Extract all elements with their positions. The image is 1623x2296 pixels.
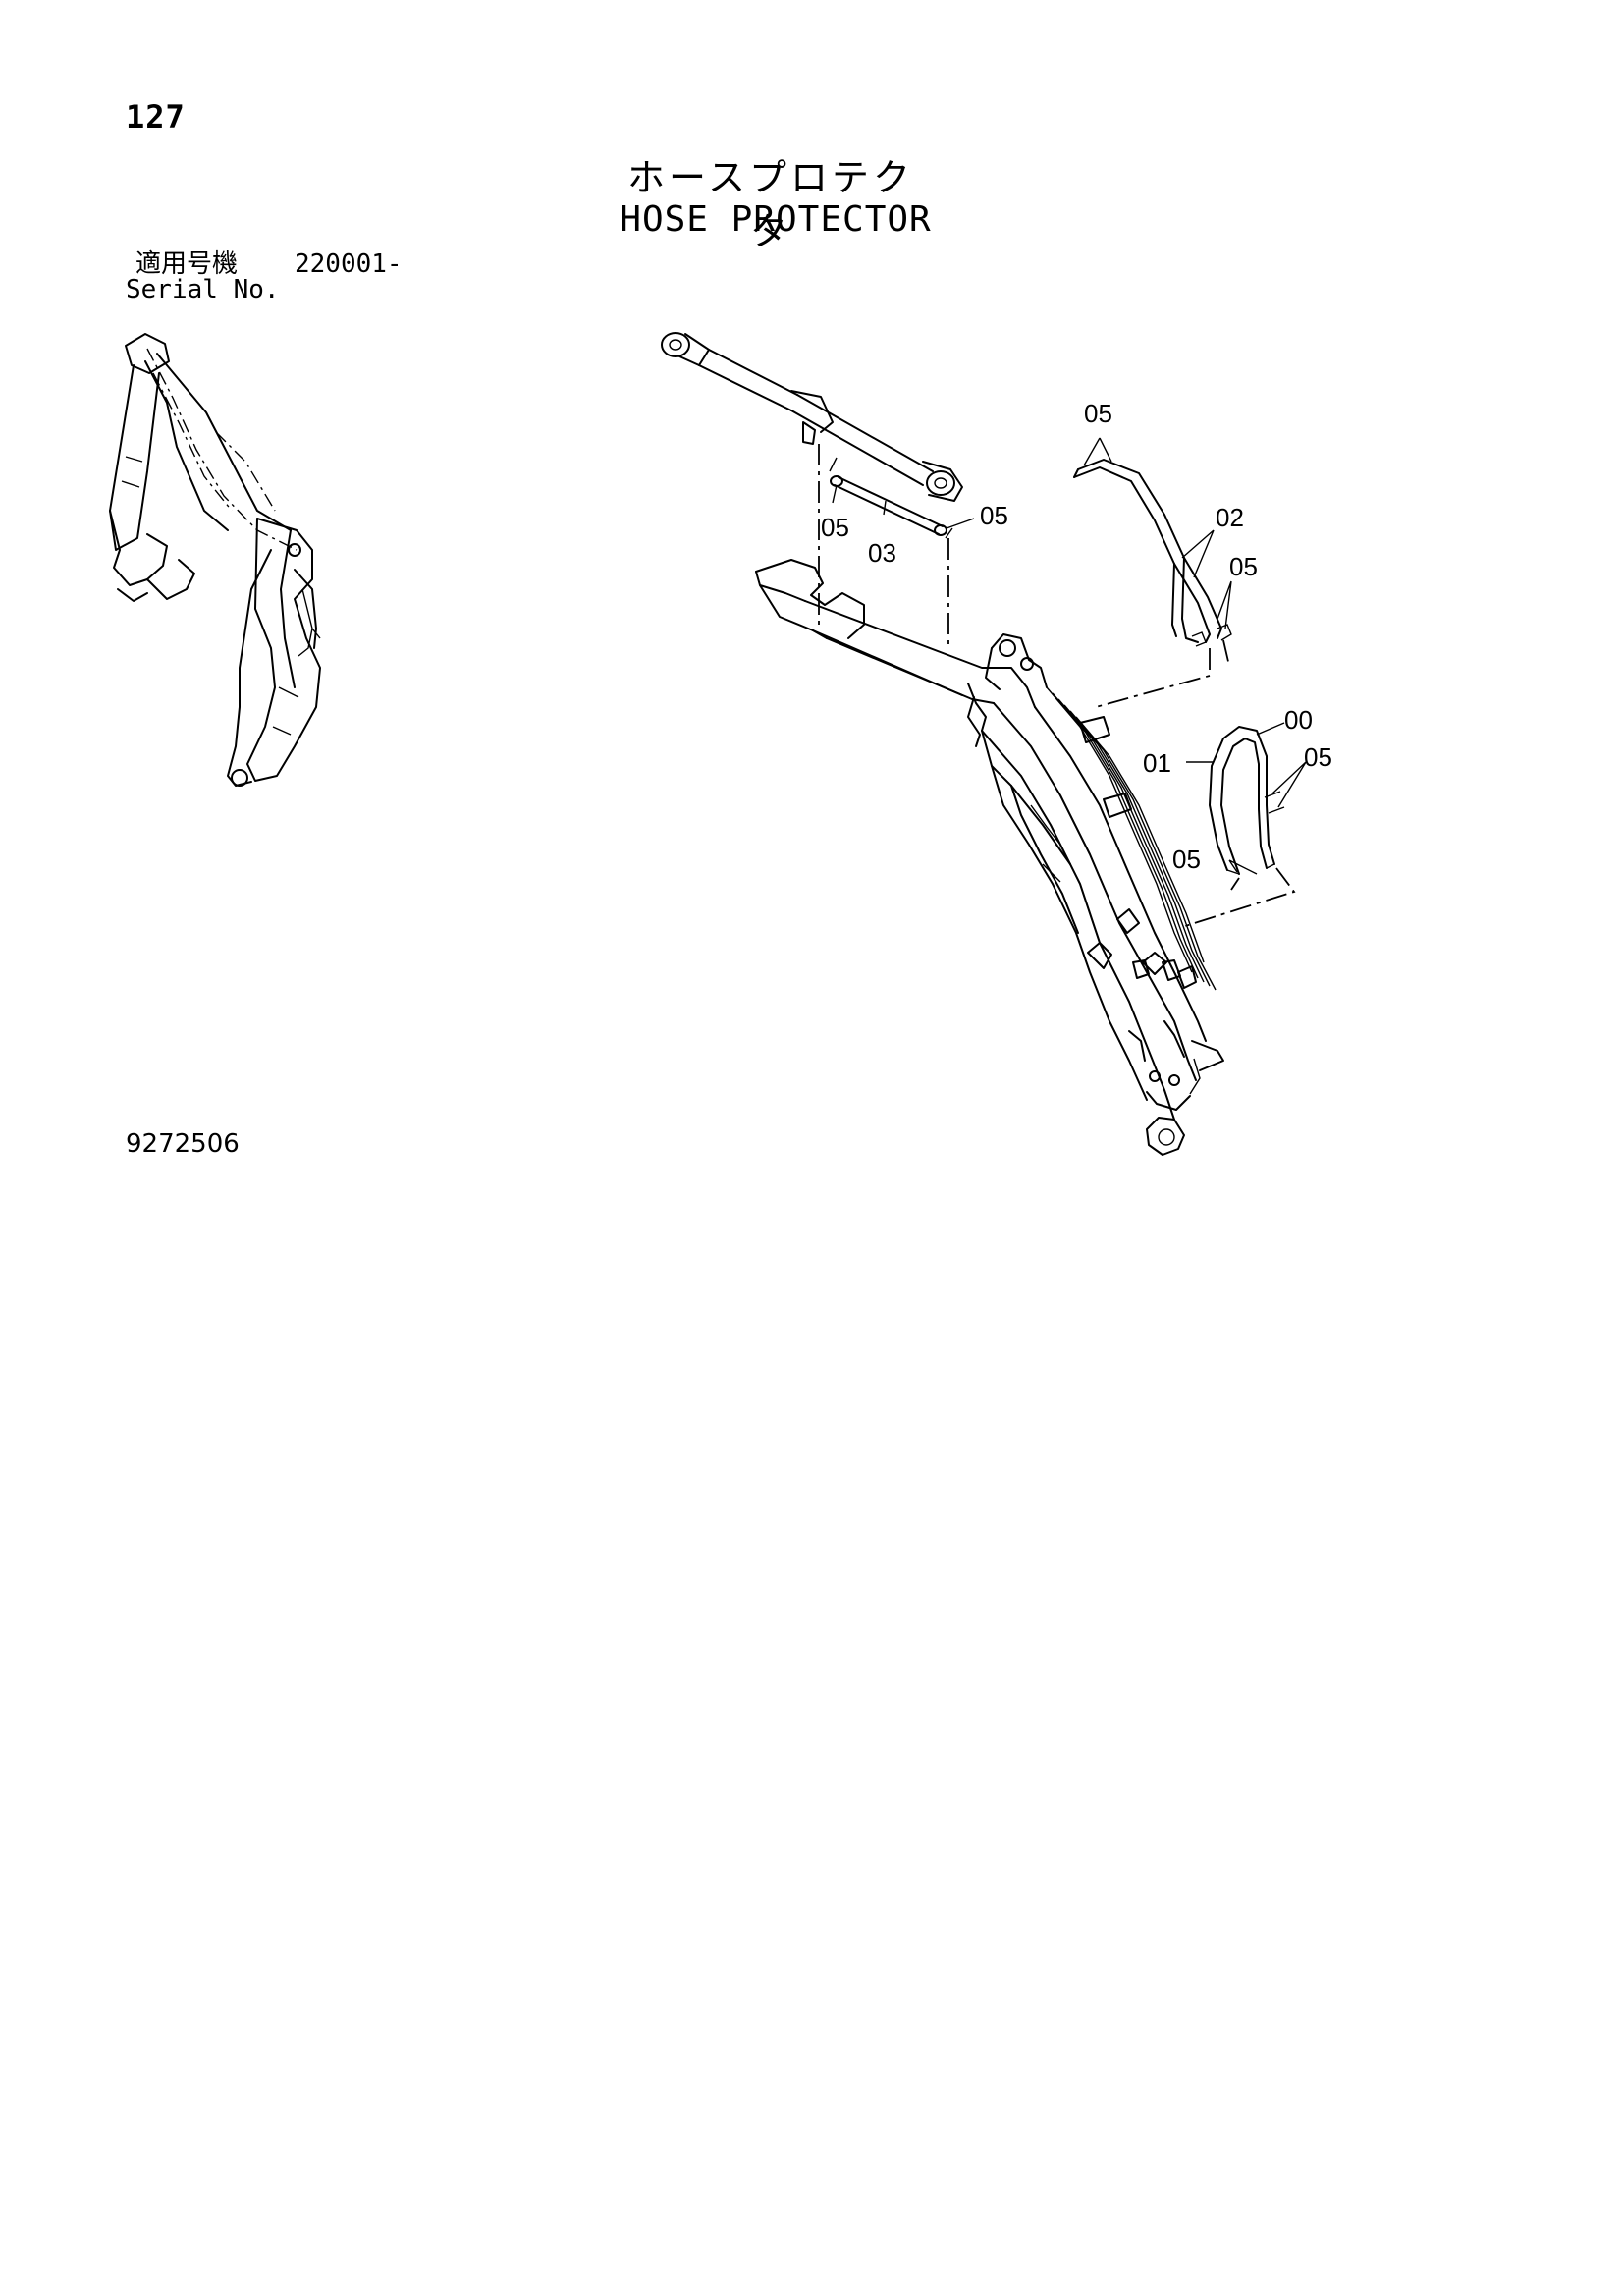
callout-00: 00 [1284,705,1313,735]
callout-03: 03 [868,538,896,568]
leader-lines [818,444,1296,928]
callout-05-pipe-right: 05 [980,501,1008,530]
callout-leaders [832,437,1307,875]
callout-02: 02 [1216,503,1244,532]
overview-arm-drawing [109,333,321,787]
serial-block: 適用号機 220001- Serial No. [126,251,403,302]
protector-00-01 [1209,726,1285,875]
callout-labels: 05 02 05 05 03 05 00 01 05 05 [821,399,1332,874]
callout-01: 01 [1143,748,1171,778]
pipe-03 [829,457,953,539]
protector-02 [1073,459,1232,647]
callout-05-pipe-left: 05 [821,513,849,542]
callout-05-protector-02-bottom: 05 [1229,552,1258,581]
serial-label-japanese: 適用号機 [135,249,239,279]
boom-cylinder [661,332,963,502]
callout-05-protector-00-bottom: 05 [1172,845,1201,874]
callout-05-protector-00-right: 05 [1304,742,1332,772]
hose-protector-diagram: 05 02 05 05 03 05 00 01 05 05 [109,332,1332,1156]
page-number: 127 [126,98,186,136]
serial-label-english: Serial No. [126,275,280,304]
serial-value: 220001- [295,249,403,279]
main-boom [755,559,1224,1156]
drawing-number: 9272506 [126,1129,240,1159]
page-title-japanese: ホースプロテクタ [626,156,915,253]
page-title-english: HOSE PROTECTOR [620,199,932,240]
callout-05-protector-02-top: 05 [1084,399,1112,428]
